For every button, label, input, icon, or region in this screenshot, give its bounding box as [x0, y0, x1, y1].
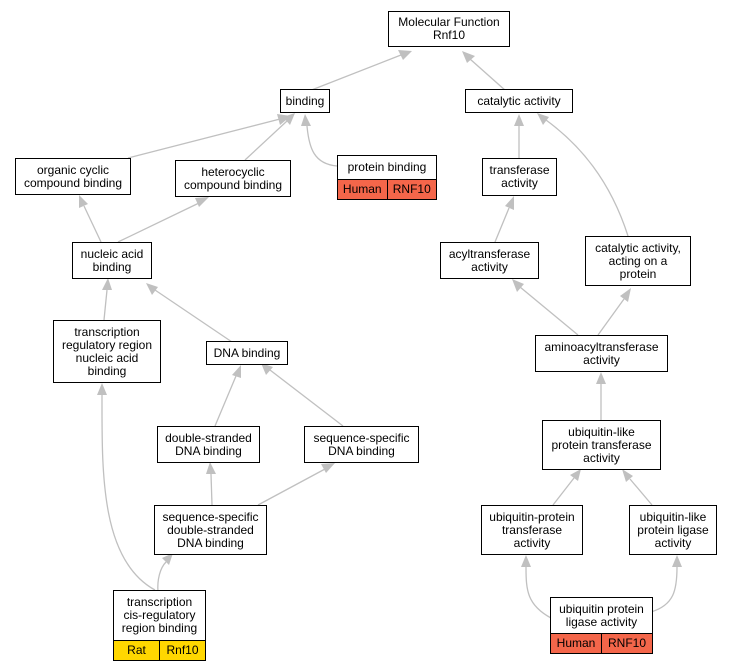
node-ubiquitin-protein-transferase-activity[interactable]: ubiquitin-protein transferase activity	[481, 505, 583, 555]
edge-transferase-catalytic	[514, 114, 524, 158]
node-label: acyltransferase activity	[448, 246, 531, 274]
node-nucleic-acid-binding[interactable]: nucleic acid binding	[72, 242, 152, 279]
node-heterocyclic-compound-binding[interactable]: heterocyclic compound binding	[175, 160, 291, 197]
edge-trregion-nucleic	[102, 278, 112, 321]
edge-ssds-ssdna	[257, 463, 335, 506]
edge-dna-nucleic	[146, 283, 233, 343]
edge-ssds-dsdna	[206, 462, 216, 506]
edge-ubtransferase-ubltransferase	[552, 469, 581, 506]
edge-catalytic-protein-catalytic	[537, 113, 629, 237]
node-label: Molecular Function Rnf10	[398, 15, 500, 42]
annotation-row: Human RNF10	[338, 179, 436, 199]
gene-tag: RNF10	[601, 634, 652, 653]
node-binding[interactable]: binding	[280, 89, 330, 113]
annotation-row: Human RNF10	[551, 633, 652, 653]
node-label: double-stranded DNA binding	[165, 430, 252, 458]
node-ubiquitin-protein-ligase-activity[interactable]: ubiquitin protein ligase activity Human …	[550, 597, 653, 654]
node-label: ubiquitin-like protein ligase activity	[637, 509, 709, 550]
node-aminoacyltransferase-activity[interactable]: aminoacyltransferase activity	[535, 335, 668, 372]
node-protein-binding[interactable]: protein binding Human RNF10	[337, 155, 437, 200]
edge-nucleic-organic	[79, 195, 102, 243]
node-sequence-specific-double-stranded-dna-binding[interactable]: sequence-specific double-stranded DNA bi…	[154, 505, 267, 555]
node-transferase-activity[interactable]: transferase activity	[482, 158, 557, 196]
edge-organic-binding	[127, 114, 291, 159]
node-acyltransferase-activity[interactable]: acyltransferase activity	[440, 242, 539, 279]
node-label: organic cyclic compound binding	[23, 162, 123, 190]
edge-nucleic-heterocyclic	[117, 197, 209, 243]
species-tag: Rat	[114, 641, 159, 660]
edge-binding-root	[308, 50, 412, 92]
gene-tag: RNF10	[386, 180, 436, 199]
node-label: binding	[285, 93, 325, 108]
node-label: sequence-specific double-stranded DNA bi…	[162, 509, 259, 550]
node-catalytic-activity-acting-on-protein[interactable]: catalytic activity, acting on a protein	[585, 236, 691, 286]
edge-protein-binding	[301, 114, 338, 167]
node-transcription-cis-regulatory-region-binding[interactable]: transcription cis-regulatory region bind…	[113, 590, 206, 661]
node-label: sequence-specific DNA binding	[313, 430, 410, 458]
edge-catalytic-root	[462, 51, 507, 92]
species-tag: Human	[551, 634, 601, 653]
node-catalytic-activity[interactable]: catalytic activity	[465, 89, 573, 113]
node-label: transferase activity	[489, 163, 550, 190]
node-ubiquitin-like-protein-transferase-activity[interactable]: ubiquitin-like protein transferase activ…	[542, 420, 661, 470]
node-transcription-regulatory-region-binding[interactable]: transcription regulatory region nucleic …	[53, 320, 161, 383]
node-label: protein binding	[347, 160, 427, 174]
node-label: ubiquitin-protein transferase activity	[489, 509, 575, 550]
node-double-stranded-dna-binding[interactable]: double-stranded DNA binding	[157, 426, 260, 463]
node-label: DNA binding	[213, 345, 281, 360]
edge-heterocyclic-binding	[244, 113, 295, 161]
node-molecular-function[interactable]: Molecular Function Rnf10	[388, 11, 510, 47]
edge-ubligase-ublligase	[650, 555, 682, 613]
edge-aminoacyl-catprotein	[597, 288, 631, 336]
node-label: nucleic acid binding	[80, 246, 144, 274]
edge-ubligase-ubtransferase	[521, 555, 552, 619]
edge-tcis-ssds	[157, 553, 173, 593]
node-label: ubiquitin-like protein transferase activ…	[551, 424, 652, 465]
edge-acyl-transferase	[494, 196, 514, 243]
node-label: transcription cis-regulatory region bind…	[121, 595, 198, 635]
node-dna-binding[interactable]: DNA binding	[206, 341, 288, 365]
edge-ublligase-ubltransferase	[622, 469, 653, 506]
node-label: catalytic activity	[477, 93, 561, 108]
node-label: transcription regulatory region nucleic …	[61, 324, 153, 378]
edge-ubltransferase-aminoacyl	[596, 372, 606, 420]
edge-aminoacyl-acyl	[512, 279, 579, 336]
node-label: catalytic activity, acting on a protein	[595, 240, 681, 281]
species-tag: Human	[338, 180, 387, 199]
node-sequence-specific-dna-binding[interactable]: sequence-specific DNA binding	[304, 426, 419, 463]
annotation-row: Rat Rnf10	[114, 640, 205, 660]
node-label: ubiquitin protein ligase activity	[559, 601, 644, 629]
node-label: aminoacyltransferase activity	[544, 339, 659, 367]
node-ubiquitin-like-protein-ligase-activity[interactable]: ubiquitin-like protein ligase activity	[629, 505, 717, 555]
node-organic-cyclic-compound-binding[interactable]: organic cyclic compound binding	[15, 158, 131, 195]
edge-tcis-trregion	[97, 383, 156, 591]
gene-tag: Rnf10	[159, 641, 205, 660]
edge-dsdna-dna	[214, 365, 241, 427]
edge-ssdna-dna	[261, 363, 344, 427]
node-label: heterocyclic compound binding	[183, 164, 283, 192]
